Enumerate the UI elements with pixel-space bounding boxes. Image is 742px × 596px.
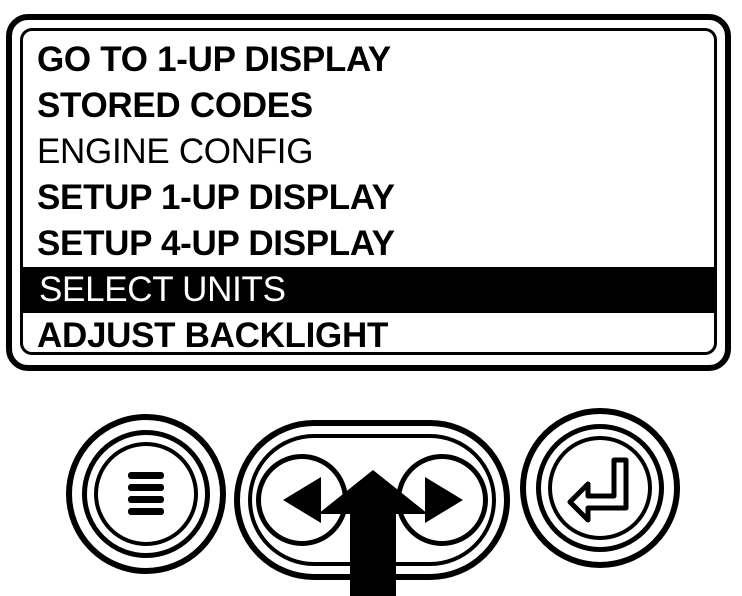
arrow-right-icon — [425, 477, 463, 523]
menu-button-inner-ring — [94, 442, 198, 546]
main-menu: GO TO 1-UP DISPLAY STORED CODES ENGINE C… — [23, 37, 714, 355]
display-inner-frame: GO TO 1-UP DISPLAY STORED CODES ENGINE C… — [20, 28, 717, 355]
enter-icon — [567, 457, 629, 523]
menu-item-setup-4-up-display[interactable]: SETUP 4-UP DISPLAY — [37, 224, 395, 263]
enter-button-inner-ring — [548, 436, 652, 540]
left-arrow-button[interactable] — [256, 454, 348, 546]
menu-item-engine-config[interactable]: ENGINE CONFIG — [37, 132, 314, 171]
menu-item-go-to-1-up-display[interactable]: GO TO 1-UP DISPLAY — [37, 40, 391, 79]
display-screen: GO TO 1-UP DISPLAY STORED CODES ENGINE C… — [6, 14, 731, 371]
menu-icon — [128, 472, 164, 515]
menu-item-setup-1-up-display[interactable]: SETUP 1-UP DISPLAY — [37, 178, 395, 217]
menu-item-select-units[interactable]: SELECT UNITS — [23, 267, 714, 313]
enter-button-ring — [536, 424, 664, 552]
menu-button-ring — [82, 430, 210, 558]
arrow-left-icon — [283, 477, 321, 523]
menu-button[interactable] — [66, 414, 226, 574]
enter-button[interactable] — [520, 408, 680, 568]
menu-item-stored-codes[interactable]: STORED CODES — [37, 86, 313, 125]
right-arrow-button[interactable] — [396, 454, 488, 546]
menu-item-adjust-backlight[interactable]: ADJUST BACKLIGHT — [37, 316, 389, 355]
pointer-arrow-icon — [318, 470, 428, 596]
